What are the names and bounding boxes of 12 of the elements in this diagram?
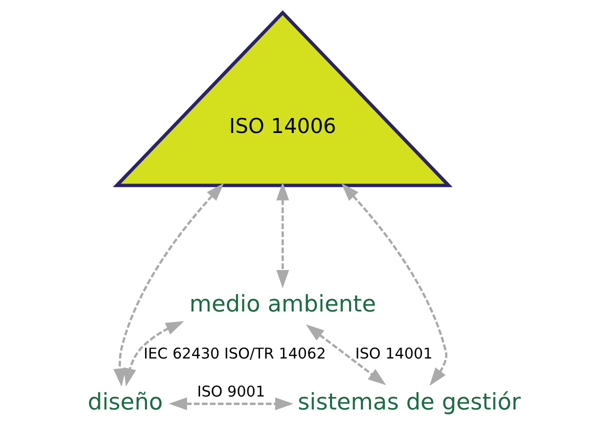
arrow xyxy=(123,321,184,387)
node-text: diseño xyxy=(87,390,162,416)
edge-label: ISO 9001 xyxy=(196,383,265,400)
edge-label: ISO 14001 xyxy=(354,346,432,363)
edge-label: IEC 62430 ISO/TR 14062 xyxy=(143,346,326,363)
arrow xyxy=(305,324,386,386)
arrow xyxy=(168,397,293,410)
arrow xyxy=(112,183,224,387)
node-text: sistemas de gestiór xyxy=(297,390,520,416)
node-text: medio ambiente xyxy=(188,291,376,318)
arrow xyxy=(340,183,447,386)
arrow xyxy=(276,182,289,288)
